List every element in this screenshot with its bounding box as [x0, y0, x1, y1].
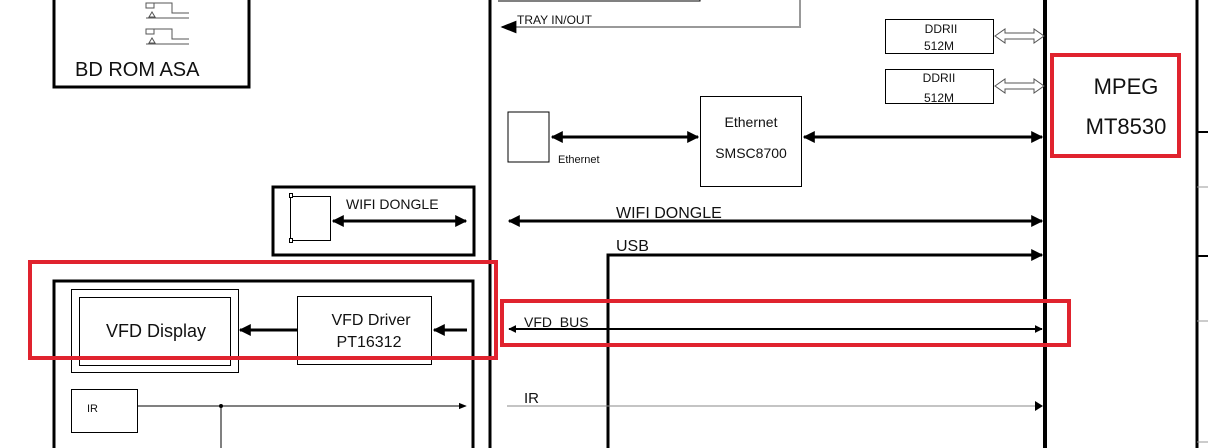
ir-bus: IR	[507, 390, 1043, 411]
wifi-dongle-block: WIFI DONGLE	[271, 185, 476, 257]
vfd-driver-model: PT16312	[337, 334, 402, 351]
ethernet-port-label: Ethernet	[558, 154, 600, 166]
tray-signal: TRAY IN/OUT	[498, 0, 801, 34]
vfd-bus: VFD BUS	[508, 314, 1043, 333]
ddr-label: DDRII	[925, 22, 958, 36]
vfd-display-block: VFD Display	[71, 289, 239, 373]
ethernet-chip-model: SMSC8700	[715, 145, 787, 161]
vfd-bus-highlight-box	[500, 299, 1071, 347]
usb-bus-label: USB	[616, 238, 649, 255]
ir-bus-label: IR	[524, 390, 539, 407]
hollow-double-arrow-icon	[994, 28, 1045, 94]
tray-label: TRAY IN/OUT	[517, 13, 593, 27]
ddr-size: 512M	[924, 39, 954, 53]
mpeg-label: MPEG	[1094, 74, 1159, 99]
wifi-bus-label: WIFI DONGLE	[616, 205, 722, 222]
vfd-bus-label: VFD BUS	[524, 314, 589, 330]
vfd-highlight-box	[28, 260, 498, 360]
mpeg-model: MT8530	[1086, 114, 1167, 139]
mpeg-highlight	[1050, 53, 1181, 158]
ddr-label: DDRII	[923, 71, 956, 85]
ethernet-chip-label: Ethernet	[725, 114, 778, 130]
usb-bus: USB	[606, 238, 1044, 448]
ddr-block-2: DDRII 512M	[885, 69, 994, 105]
ethernet-chip-block: Ethernet SMSC8700	[700, 96, 802, 187]
bd-rom-label: BD ROM ASA	[75, 59, 200, 81]
vfd-board: VFD Display VFD Driver PT16312 IR	[52, 279, 475, 448]
ddr-block-1: DDRII 512M	[885, 19, 994, 54]
bd-rom-block: BD ROM ASA	[52, 0, 251, 89]
connector-symbol-icon	[145, 2, 189, 45]
ethernet-port-block: Ethernet	[507, 111, 600, 166]
wifi-module-label: WIFI DONGLE	[346, 196, 439, 212]
mpeg-block: MPEG MT8530	[1050, 53, 1181, 158]
right-edge-ticks	[1197, 131, 1208, 257]
ddr-size: 512M	[924, 91, 954, 105]
vfd-driver-label: VFD Driver	[331, 312, 411, 329]
vfd-driver-block: VFD Driver PT16312	[297, 296, 432, 365]
ir-module-label: IR	[87, 403, 98, 415]
ir-block: IR	[71, 389, 138, 433]
wifi-bus: WIFI DONGLE	[507, 205, 1044, 227]
vfd-display-label: VFD Display	[106, 321, 206, 341]
